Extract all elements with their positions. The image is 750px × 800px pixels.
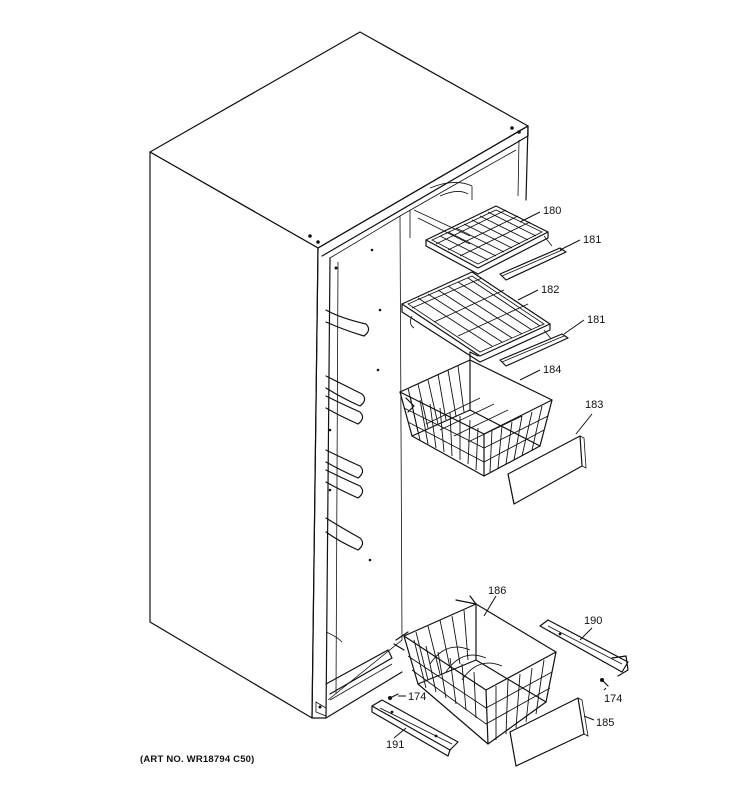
middle-wire-shelf-182 (401, 271, 553, 363)
slide-rail-190 (539, 619, 629, 677)
shelf-front-trim-181-upper (499, 247, 567, 281)
callout-181-lower: 181 (587, 314, 605, 326)
callout-180: 180 (543, 205, 561, 217)
basket-front-panel-183 (507, 435, 587, 505)
callout-186: 186 (488, 585, 506, 597)
upper-wire-shelf-180 (425, 205, 553, 275)
callout-184: 184 (543, 364, 561, 376)
callout-174-right: 174 (604, 693, 622, 705)
callout-183: 183 (585, 399, 603, 411)
callout-185: 185 (596, 717, 614, 729)
screw-174-right (600, 678, 609, 687)
callout-191: 191 (386, 739, 404, 751)
upper-wire-basket-184 (399, 351, 553, 477)
slide-rail-191 (371, 699, 459, 757)
shelf-front-trim-181-lower (499, 333, 569, 367)
callout-174-left: 174 (408, 691, 426, 703)
callout-182: 182 (541, 284, 559, 296)
basket-front-panel-185 (509, 697, 589, 767)
leader-lines (393, 211, 607, 739)
freezer-cabinet (149, 31, 529, 719)
lower-wire-basket-186 (393, 595, 557, 745)
art-number: (ART NO. WR18794 C50) (140, 754, 255, 765)
screw-174-left (388, 693, 399, 700)
callout-190: 190 (584, 615, 602, 627)
callout-181-upper: 181 (583, 234, 601, 246)
